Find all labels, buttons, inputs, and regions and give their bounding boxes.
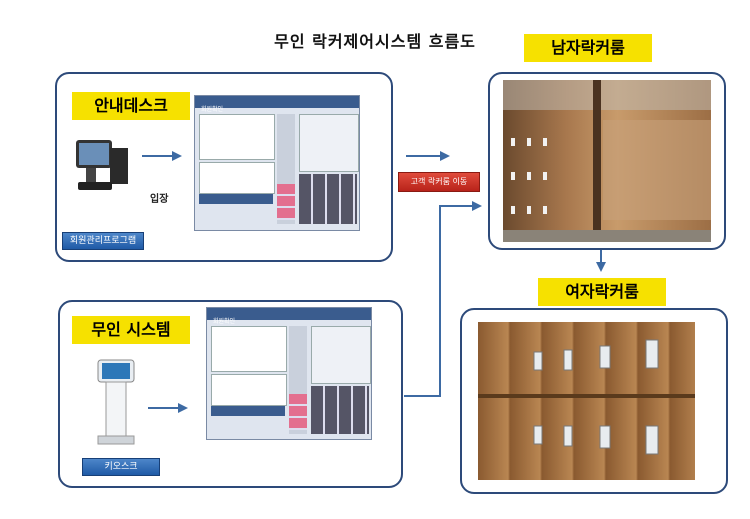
kiosk-connector xyxy=(404,196,484,400)
pos-terminal-icon xyxy=(70,134,134,196)
desk-label: 안내데스크 xyxy=(72,92,190,120)
men-room-label: 남자락커룸 xyxy=(524,34,652,62)
kiosk-label: 무인 시스템 xyxy=(72,316,190,344)
page-title: 무인 락커제어시스템 흐름도 xyxy=(274,32,476,51)
desk-entry-label: 입장 xyxy=(150,194,169,205)
desk-arrow xyxy=(142,148,182,162)
desk-program-tag: 회원관리프로그램 xyxy=(62,232,144,250)
move-tag: 고객 락커룸 이동 xyxy=(398,172,480,192)
kiosk-icon xyxy=(90,356,142,446)
desk-screen-title: 회원확인 xyxy=(201,106,224,113)
women-locker-photo xyxy=(478,322,695,480)
desk-to-men-arrow xyxy=(406,148,450,162)
kiosk-arrow xyxy=(148,400,188,414)
kiosk-tag: 키오스크 xyxy=(82,458,160,476)
women-room-label: 여자락커룸 xyxy=(538,278,666,306)
kiosk-screen-title: 회원확인 xyxy=(213,318,236,325)
kiosk-screen: 회원확인 xyxy=(206,307,372,440)
men-locker-photo xyxy=(503,80,711,242)
desk-screen: 회원확인 xyxy=(194,95,360,231)
